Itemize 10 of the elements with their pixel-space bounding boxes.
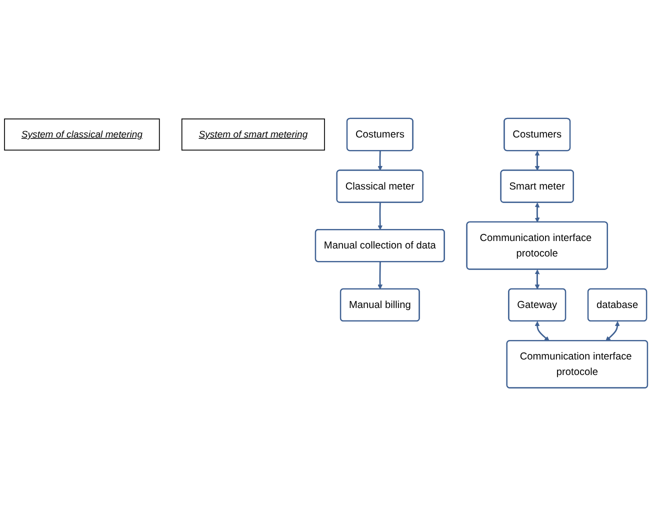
arrow xyxy=(534,270,540,290)
arrow xyxy=(534,202,540,223)
arrow xyxy=(534,151,540,172)
arrow xyxy=(606,322,620,342)
arrow xyxy=(378,202,383,230)
arrow xyxy=(378,262,383,290)
arrow xyxy=(534,322,550,342)
node-box: System of classical metering xyxy=(4,118,160,151)
arrow xyxy=(378,151,383,172)
node-box: System of smart metering xyxy=(181,118,325,151)
